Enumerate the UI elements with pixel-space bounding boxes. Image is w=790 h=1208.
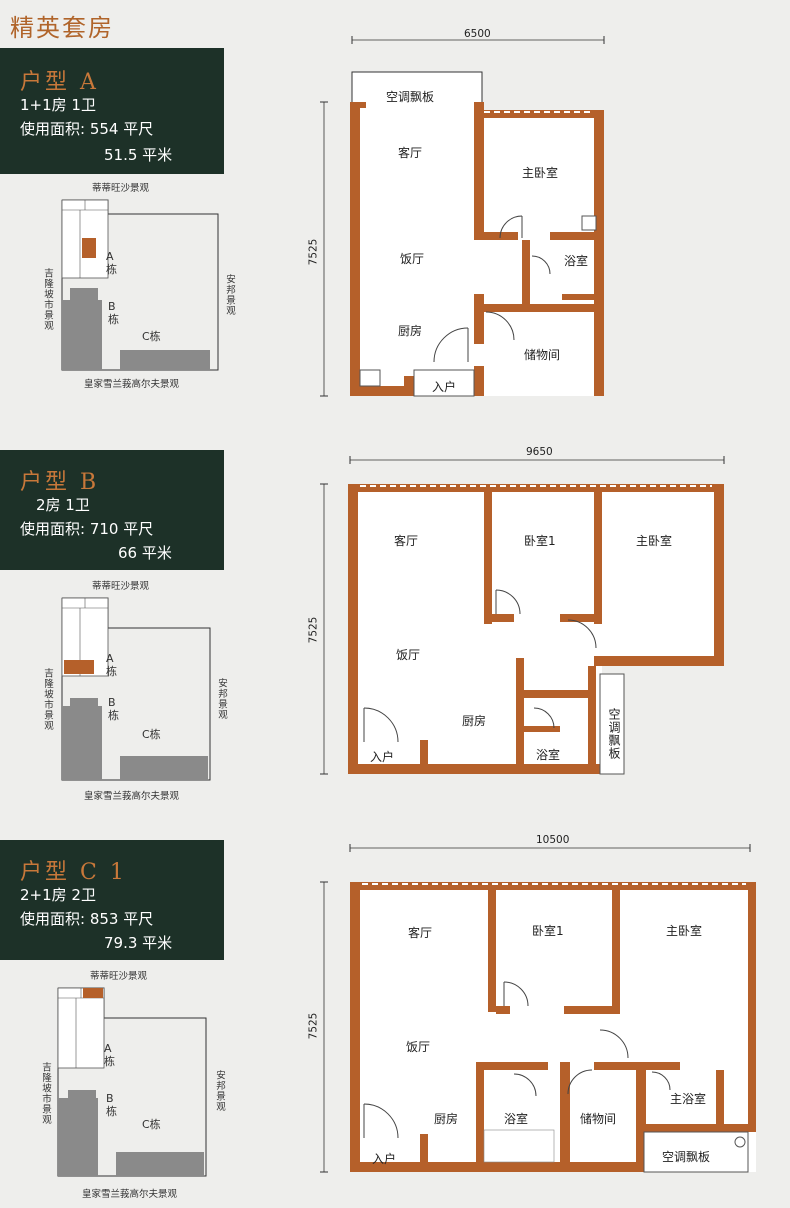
room-aircon-ledge: 空调飘板 bbox=[662, 1150, 711, 1164]
site-outline bbox=[61, 199, 219, 371]
unit-c1-info-panel: 户型 C 1 2+1房 2卫 使用面积: 853 平尺 79.3 平米 bbox=[0, 840, 224, 960]
unit-c1-height-dim: 7525 bbox=[307, 1012, 320, 1040]
unit-c1-floor-plan: 10500 7525 客厅 卧室1 主卧室 饭厅 厨房 浴室 储物间 主浴室 空… bbox=[307, 834, 770, 1176]
room-master-bedroom: 主卧室 bbox=[522, 166, 559, 180]
room-living: 客厅 bbox=[408, 926, 433, 940]
unit-b-height-dim: 7525 bbox=[307, 616, 320, 644]
room-entry: 入户 bbox=[432, 380, 457, 394]
unit-a-type-label: 户型 A bbox=[20, 70, 99, 95]
unit-c1-area-m2: 79.3 平米 bbox=[104, 934, 173, 952]
unit-c1-width-dim: 10500 bbox=[536, 834, 570, 846]
site-right-view-label: 安邦景观 bbox=[224, 274, 235, 316]
room-kitchen: 厨房 bbox=[434, 1112, 459, 1126]
room-kitchen: 厨房 bbox=[398, 324, 423, 338]
site-right-view-label: 安邦景观 bbox=[216, 678, 227, 720]
unit-b-area-m2: 66 平米 bbox=[118, 544, 172, 562]
block-a-label: A栋 bbox=[106, 652, 117, 678]
block-a-label: A栋 bbox=[106, 250, 117, 276]
site-top-view-label: 蒂蒂旺沙景观 bbox=[92, 581, 150, 592]
block-c-label: C栋 bbox=[142, 330, 161, 343]
unit-c1-area-sqft: 使用面积: 853 平尺 bbox=[20, 910, 154, 928]
room-bathroom: 浴室 bbox=[536, 748, 561, 762]
unit-b-walls bbox=[320, 456, 725, 775]
unit-b-floor-plan: 9650 7525 客厅 卧室1 主卧室 饭厅 厨房 浴室 空调飘板 入户 bbox=[307, 444, 730, 784]
site-left-view-label: 吉隆坡市景观 bbox=[40, 1062, 51, 1125]
site-left-view-label: 吉隆坡市景观 bbox=[42, 268, 53, 331]
site-top-view-label: 蒂蒂旺沙景观 bbox=[90, 971, 148, 982]
room-bedroom-1: 卧室1 bbox=[532, 924, 564, 938]
site-left-view-label: 吉隆坡市景观 bbox=[42, 668, 53, 731]
site-outline bbox=[57, 987, 207, 1177]
block-c-label: C栋 bbox=[142, 1118, 161, 1131]
unit-c1-walls bbox=[320, 844, 756, 1173]
unit-b-width-dim: 9650 bbox=[526, 446, 553, 458]
room-entry: 入户 bbox=[370, 750, 395, 764]
unit-b-area-sqft: 使用面积: 710 平尺 bbox=[20, 520, 154, 538]
unit-a-height-dim: 7525 bbox=[307, 238, 320, 266]
room-master-bedroom: 主卧室 bbox=[636, 534, 673, 548]
unit-c1-site-plan: 蒂蒂旺沙景观 A栋 B栋 C栋 吉隆坡市景观 安邦景观 皇家雪兰莪高尔夫景观 bbox=[0, 966, 240, 1204]
room-dining: 饭厅 bbox=[406, 1040, 431, 1054]
room-master-bathroom: 主浴室 bbox=[670, 1092, 707, 1106]
unit-b-type-label: 户型 B bbox=[20, 470, 100, 495]
room-bathroom: 浴室 bbox=[564, 254, 589, 268]
unit-a-width-dim: 6500 bbox=[464, 28, 491, 40]
unit-b-info-panel: 户型 B 2房 1卫 使用面积: 710 平尺 66 平米 bbox=[0, 450, 224, 570]
block-b-label: B栋 bbox=[108, 696, 119, 722]
room-dining: 饭厅 bbox=[396, 648, 421, 662]
unit-a-area-sqft: 使用面积: 554 平尺 bbox=[20, 120, 154, 138]
unit-a-area-m2: 51.5 平米 bbox=[104, 146, 173, 164]
site-right-view-label: 安邦景观 bbox=[214, 1070, 225, 1112]
unit-b-rooms-line: 2房 1卫 bbox=[36, 496, 90, 514]
block-a-label: A栋 bbox=[104, 1042, 115, 1068]
room-dining: 饭厅 bbox=[400, 252, 425, 266]
room-kitchen: 厨房 bbox=[462, 714, 487, 728]
unit-c1-rooms-line: 2+1房 2卫 bbox=[20, 886, 96, 904]
room-master-bedroom: 主卧室 bbox=[666, 924, 703, 938]
site-top-view-label: 蒂蒂旺沙景观 bbox=[92, 183, 150, 194]
unit-c1-type-label: 户型 C 1 bbox=[20, 860, 127, 885]
site-bottom-view-label: 皇家雪兰莪高尔夫景观 bbox=[84, 379, 180, 390]
unit-b-site-plan: 蒂蒂旺沙景观 A栋 B栋 C栋 吉隆坡市景观 安邦景观 皇家雪兰莪高尔夫景观 bbox=[0, 576, 240, 808]
block-c-label: C栋 bbox=[142, 728, 161, 741]
room-living: 客厅 bbox=[398, 146, 423, 160]
site-outline bbox=[61, 597, 211, 781]
unit-a-walls bbox=[320, 36, 605, 397]
block-b-label: B栋 bbox=[106, 1092, 117, 1118]
room-bedroom-1: 卧室1 bbox=[524, 534, 556, 548]
unit-a-info-panel: 户型 A 1+1房 1卫 使用面积: 554 平尺 51.5 平米 bbox=[0, 48, 224, 174]
room-bathroom: 浴室 bbox=[504, 1112, 529, 1126]
page-title: 精英套房 bbox=[10, 14, 114, 42]
room-aircon-ledge: 空调飘板 bbox=[386, 90, 435, 104]
site-bottom-view-label: 皇家雪兰莪高尔夫景观 bbox=[84, 791, 180, 802]
room-entry: 入户 bbox=[372, 1152, 397, 1166]
room-living: 客厅 bbox=[394, 534, 419, 548]
room-aircon-ledge: 空调飘板 bbox=[607, 708, 621, 760]
unit-a-floor-plan: 6500 7525 空调飘板 客厅 主卧室 饭厅 浴室 厨房 储物间 入户 bbox=[307, 28, 630, 416]
room-storage: 储物间 bbox=[580, 1112, 617, 1126]
unit-a-rooms-line: 1+1房 1卫 bbox=[20, 96, 96, 114]
unit-a-site-plan: 蒂蒂旺沙景观 A栋 B栋 C栋 吉隆坡市景观 安邦景观 皇家雪兰莪高尔夫景观 bbox=[0, 178, 240, 410]
room-storage: 储物间 bbox=[524, 348, 561, 362]
site-bottom-view-label: 皇家雪兰莪高尔夫景观 bbox=[82, 1189, 178, 1200]
block-b-label: B栋 bbox=[108, 300, 119, 326]
